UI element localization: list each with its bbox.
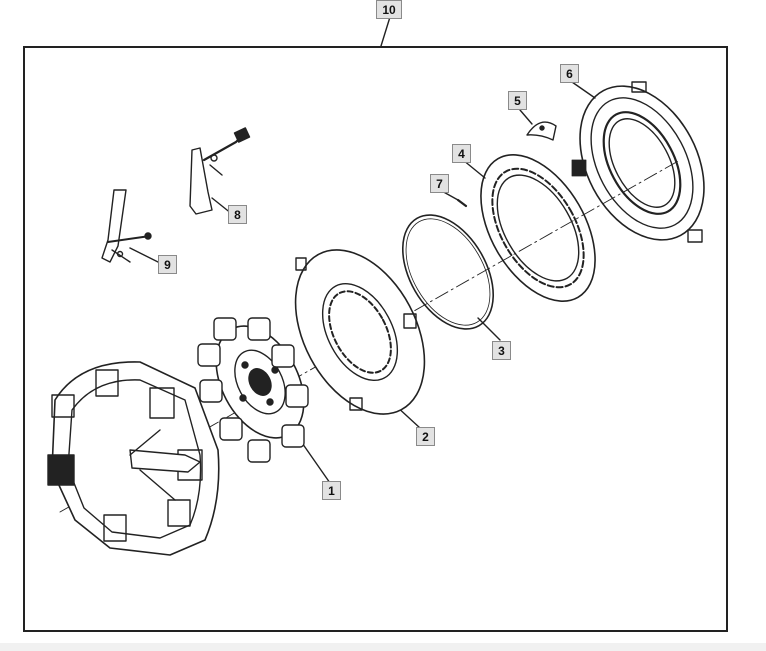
leader-9 <box>129 247 159 263</box>
callout-7: 7 <box>430 174 449 193</box>
part-4-splined-plate <box>480 154 596 302</box>
leader-1 <box>299 439 331 484</box>
part-9-small-lever <box>101 189 152 263</box>
leader-5 <box>519 109 533 125</box>
callout-4: 4 <box>452 144 471 163</box>
part-8-release-lever <box>189 127 251 215</box>
part-1-clutch-disc <box>197 317 309 463</box>
callout-6: 6 <box>560 64 579 83</box>
center-axis-line <box>59 159 681 513</box>
footer-strip <box>0 643 766 651</box>
callout-5: 5 <box>508 91 527 110</box>
part-3-snap-ring <box>401 214 495 330</box>
part-2-pressure-plate <box>294 249 426 415</box>
part-6-plate <box>571 81 705 243</box>
callout-1: 1 <box>322 481 341 500</box>
leader-4 <box>462 159 486 179</box>
callout-8: 8 <box>228 205 247 224</box>
leader-3 <box>477 317 501 341</box>
callout-10: 10 <box>376 0 402 19</box>
callout-2: 2 <box>416 427 435 446</box>
part-7-pin <box>456 198 468 208</box>
callout-9: 9 <box>158 255 177 274</box>
clutch-cover-assembly <box>47 361 220 556</box>
leader-6 <box>571 81 596 99</box>
part-5-cam <box>526 121 557 141</box>
callout-3: 3 <box>492 341 511 360</box>
leader-10 <box>380 16 391 47</box>
